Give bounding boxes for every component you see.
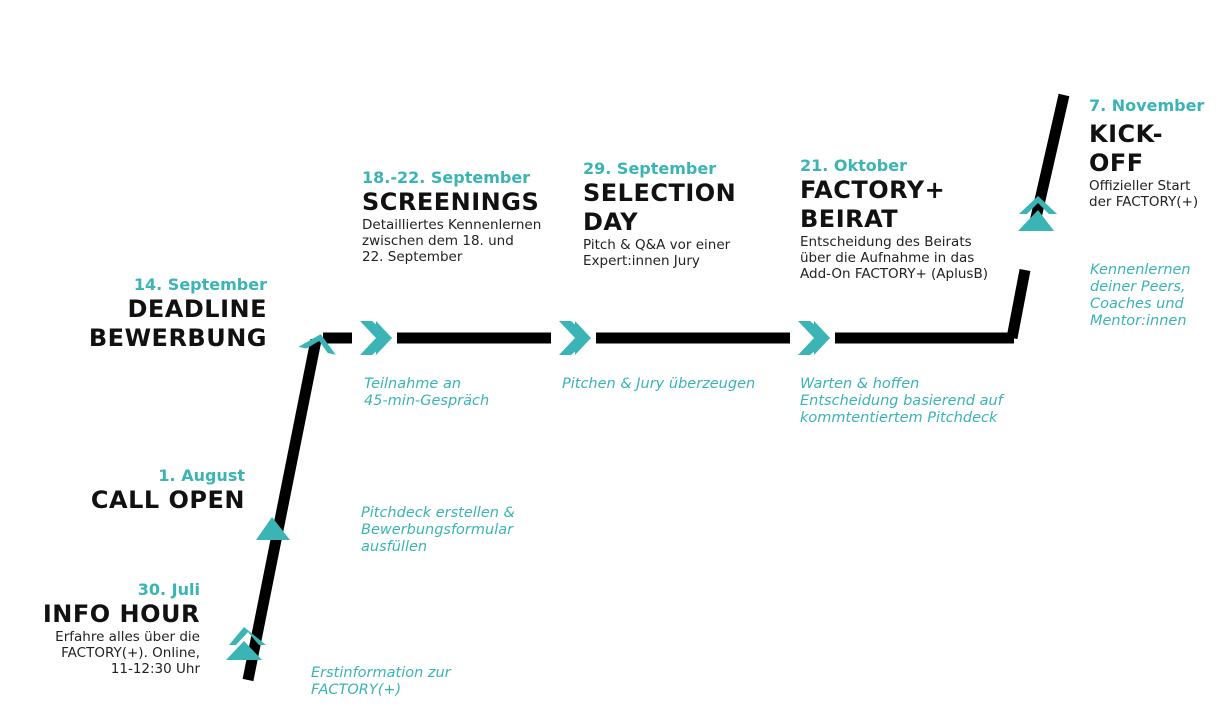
milestone-call-open: 1. August CALL OPEN: [45, 466, 245, 515]
note-line: Mentor:innen: [1090, 313, 1187, 329]
milestone-date: 29. September: [583, 159, 717, 178]
note-erstinformation: Erstinformation zur FACTORY(+): [311, 665, 451, 699]
note-line: FACTORY(+): [311, 682, 402, 698]
note-pitchen: Pitchen & Jury überzeugen: [562, 376, 755, 393]
chevron-up-icon: [1018, 196, 1057, 231]
timeline-segment-final: [1006, 268, 1031, 340]
milestone-description-line: Detailliertes Kennenlernen: [362, 217, 542, 233]
milestone-description-line: 22. September: [362, 249, 463, 265]
milestone-date: 14. September: [133, 275, 267, 294]
milestone-beirat: 21. Oktober FACTORY+ BEIRAT Entscheidung…: [800, 156, 1020, 282]
milestone-date: 7. November: [1089, 96, 1205, 115]
note-line: kommtentiertem Pitchdeck: [800, 410, 998, 426]
milestone-title-line: FACTORY+: [800, 176, 946, 204]
milestone-date: 1. August: [158, 466, 245, 485]
milestone-title-line: DAY: [583, 208, 639, 236]
milestone-description-line: Offizieller Start: [1089, 178, 1191, 194]
milestone-title-line: BEIRAT: [800, 205, 899, 233]
milestone-description-line: Pitch & Q&A vor einer: [583, 237, 731, 253]
note-line: Teilnahme an: [364, 376, 462, 392]
double-chevron-right-icon: [360, 321, 392, 355]
milestone-title-line: OFF: [1089, 149, 1144, 177]
milestone-date: 18.-22. September: [362, 168, 531, 187]
note-line: Pitchdeck erstellen &: [361, 505, 515, 521]
milestone-title-line: DEADLINE: [127, 295, 267, 323]
note-line: Erstinformation zur: [311, 665, 451, 681]
milestone-title: CALL OPEN: [90, 486, 245, 514]
note-line: 45-min-Gespräch: [364, 393, 490, 409]
milestone-title: INFO HOUR: [42, 600, 200, 628]
double-chevron-right-icon: [798, 321, 830, 355]
milestone-description-line: Expert:innen Jury: [583, 253, 700, 269]
milestone-deadline: 14. September DEADLINE BEWERBUNG: [47, 275, 267, 353]
milestone-title-line: BEWERBUNG: [88, 324, 267, 352]
milestone-description-line: Add-On FACTORY+ (AplusB): [800, 266, 988, 282]
milestone-screenings: 18.-22. September SCREENINGS Detailliert…: [362, 168, 562, 265]
double-chevron-right-icon: [559, 321, 591, 355]
milestone-description-line: Entscheidung des Beirats: [800, 234, 972, 250]
note-pitchdeck: Pitchdeck erstellen & Bewerbungsformular…: [361, 505, 515, 556]
milestone-description: Erfahre alles über die FACTORY(+). Onlin…: [55, 629, 200, 677]
note-teilnahme: Teilnahme an 45-min-Gespräch: [364, 376, 489, 410]
milestone-info-hour: 30. Juli INFO HOUR Erfahre alles über di…: [0, 580, 200, 677]
milestone-description-line: über die Aufnahme in das: [800, 250, 975, 266]
milestone-title-line: SELECTION: [583, 179, 737, 207]
milestone-date: 21. Oktober: [800, 156, 907, 175]
note-line: deiner Peers,: [1090, 279, 1186, 295]
note-line: Kennenlernen: [1090, 262, 1191, 278]
milestone-title: SCREENINGS: [362, 188, 540, 216]
note-warten: Warten & hoffen Entscheidung basierend a…: [800, 376, 1003, 427]
milestone-description-line: zwischen dem 18. und: [362, 233, 514, 249]
note-line: Pitchen & Jury überzeugen: [562, 376, 756, 392]
milestone-description-line: der FACTORY(+): [1089, 194, 1199, 210]
milestone-kickoff: 7. November KICK- OFF Offizieller Start …: [1089, 96, 1219, 210]
milestone-selection-day: 29. September SELECTION DAY Pitch & Q&A …: [583, 159, 783, 269]
note-line: Entscheidung basierend auf: [800, 393, 1003, 409]
chevron-up-icon: [226, 627, 266, 660]
note-line: Warten & hoffen: [800, 376, 920, 392]
note-line: Coaches und: [1090, 296, 1184, 312]
milestone-date: 30. Juli: [137, 580, 200, 599]
chevron-up-icon: [298, 334, 336, 355]
milestone-title-line: KICK-: [1089, 120, 1164, 148]
timeline-segment-rise: [242, 338, 322, 682]
note-line: Bewerbungsformular: [361, 522, 514, 538]
arrow-up-icon: [256, 517, 290, 540]
note-kennenlernen: Kennenlernen deiner Peers, Coaches und M…: [1090, 262, 1191, 330]
note-line: ausfüllen: [361, 539, 428, 555]
